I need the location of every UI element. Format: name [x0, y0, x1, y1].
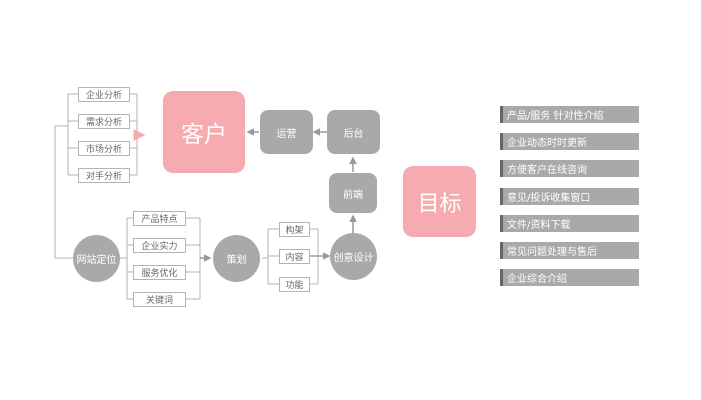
- feature-item-keyword: 关键词: [133, 292, 186, 307]
- analysis-item-competitor: 对手分析: [78, 168, 130, 183]
- feature-item-product: 产品特点: [133, 211, 186, 226]
- creative-design-node: 创意设计: [330, 233, 377, 280]
- goal-item-product-intro: 产品/服务 针对性介绍: [500, 106, 639, 123]
- analysis-item-enterprise: 企业分析: [78, 87, 130, 102]
- customer-node: 客户: [163, 91, 245, 173]
- goal-item-download: 文件/资料下载: [500, 215, 639, 232]
- operation-node: 运营: [260, 110, 313, 154]
- analysis-item-market: 市场分析: [78, 141, 130, 156]
- goal-item-feedback: 意见/投诉收集窗口: [500, 188, 639, 205]
- structure-item-framework: 构架: [279, 222, 310, 237]
- goal-item-faq-support: 常见问题处理与售后: [500, 242, 639, 259]
- goal-item-company-intro: 企业综合介绍: [500, 269, 639, 286]
- feature-item-strength: 企业实力: [133, 238, 186, 253]
- planning-node: 策划: [213, 235, 260, 282]
- backend-node: 后台: [327, 110, 380, 154]
- structure-item-content: 内容: [279, 249, 310, 264]
- goal-item-news-update: 企业动态时时更新: [500, 133, 639, 150]
- goal-node: 目标: [403, 166, 476, 237]
- structure-item-function: 功能: [279, 277, 310, 292]
- goal-item-online-consult: 方便客户在线咨询: [500, 160, 639, 177]
- analysis-item-demand: 需求分析: [78, 114, 130, 129]
- positioning-node: 网站定位: [73, 235, 120, 282]
- frontend-node: 前端: [329, 173, 377, 213]
- feature-item-service: 服务优化: [133, 265, 186, 280]
